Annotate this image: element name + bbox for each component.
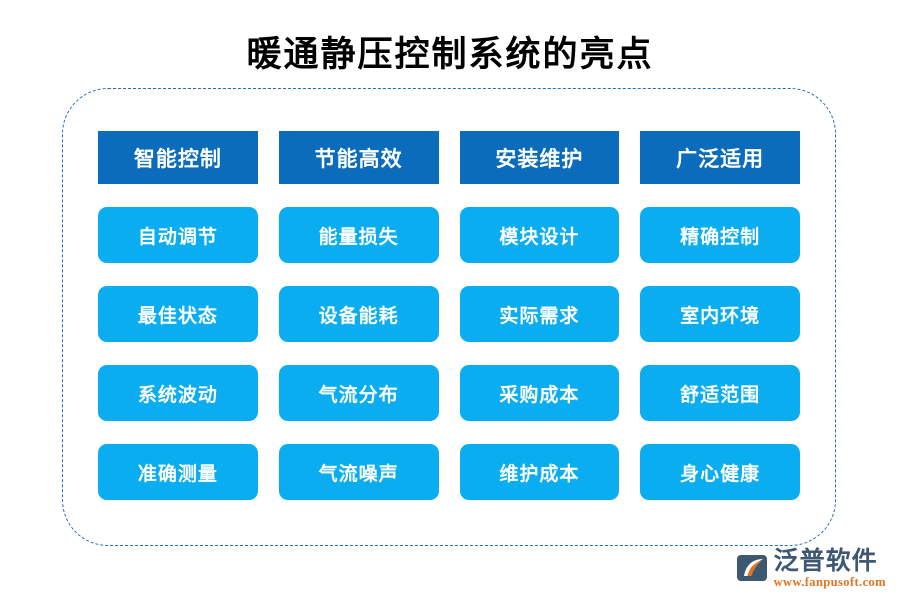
highlights-matrix: 智能控制 节能高效 安装维护 广泛适用 自动调节 能量损失 模块设计 精确控制 … <box>98 131 800 500</box>
highlight-item[interactable]: 舒适范围 <box>640 365 800 421</box>
fanpu-logo-icon <box>735 551 769 585</box>
highlight-item[interactable]: 采购成本 <box>459 365 620 421</box>
highlight-item[interactable]: 最佳状态 <box>98 286 258 342</box>
highlight-item[interactable]: 室内环境 <box>640 286 800 342</box>
highlight-item[interactable]: 设备能耗 <box>278 286 439 342</box>
highlight-item[interactable]: 准确测量 <box>98 444 258 500</box>
brand-logo[interactable]: 泛普软件 www.fanpusoft.com <box>735 549 886 589</box>
highlight-item[interactable]: 实际需求 <box>459 286 620 342</box>
highlight-item[interactable]: 身心健康 <box>640 444 800 500</box>
highlight-item[interactable]: 气流分布 <box>278 365 439 421</box>
highlight-item[interactable]: 精确控制 <box>640 207 800 263</box>
logo-website-url: www.fanpusoft.com <box>773 574 886 589</box>
highlight-item[interactable]: 系统波动 <box>98 365 258 421</box>
logo-text-block: 泛普软件 www.fanpusoft.com <box>774 549 886 589</box>
category-header-3[interactable]: 安装维护 <box>459 131 620 184</box>
highlight-item[interactable]: 自动调节 <box>98 207 258 263</box>
highlight-item[interactable]: 维护成本 <box>459 444 620 500</box>
highlight-item[interactable]: 模块设计 <box>459 207 620 263</box>
category-header-2[interactable]: 节能高效 <box>278 131 439 184</box>
highlight-item[interactable]: 气流噪声 <box>278 444 439 500</box>
dashed-container <box>62 88 836 546</box>
page-title: 暖通静压控制系统的亮点 <box>246 35 654 74</box>
category-header-4[interactable]: 广泛适用 <box>640 131 800 184</box>
category-header-1[interactable]: 智能控制 <box>98 131 258 184</box>
highlight-item[interactable]: 能量损失 <box>278 207 439 263</box>
logo-company-name: 泛普软件 <box>773 547 878 575</box>
